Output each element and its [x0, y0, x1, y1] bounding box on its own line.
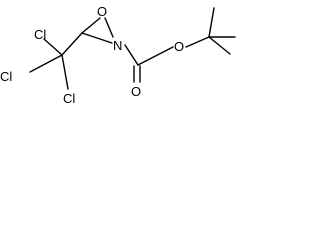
bond-ring-o-n	[104, 17, 114, 38]
bond-ester-o-tbu	[185, 36, 210, 48]
atom-chlorine-top: Cl	[34, 27, 46, 42]
atom-ester-oxygen: O	[174, 39, 184, 54]
molecule-diagram: O N Cl Cl Cl O O	[0, 4, 236, 106]
atom-ring-nitrogen: N	[113, 38, 122, 53]
bond-ring-c-ccl3	[61, 32, 83, 56]
bond-c-cl-right	[61, 54, 69, 90]
bond-c-cl-left	[29, 54, 63, 73]
bond-tbu-methyl-lower	[208, 36, 231, 55]
bond-n-carbonyl-c	[124, 44, 139, 66]
atom-chlorine-right: Cl	[63, 91, 75, 106]
bond-ring-c-n	[81, 32, 113, 44]
atom-chlorine-left: Cl	[0, 69, 12, 84]
bond-tbu-methyl-top	[208, 7, 215, 38]
bond-c-cl-top	[43, 38, 63, 56]
chemical-structure-canvas: O N Cl Cl Cl O O	[0, 0, 264, 111]
atom-ring-oxygen: O	[97, 4, 107, 19]
bond-carbonyl-ester-o	[137, 46, 174, 66]
atom-carbonyl-oxygen: O	[131, 84, 141, 99]
bond-ring-o-c	[81, 17, 101, 34]
